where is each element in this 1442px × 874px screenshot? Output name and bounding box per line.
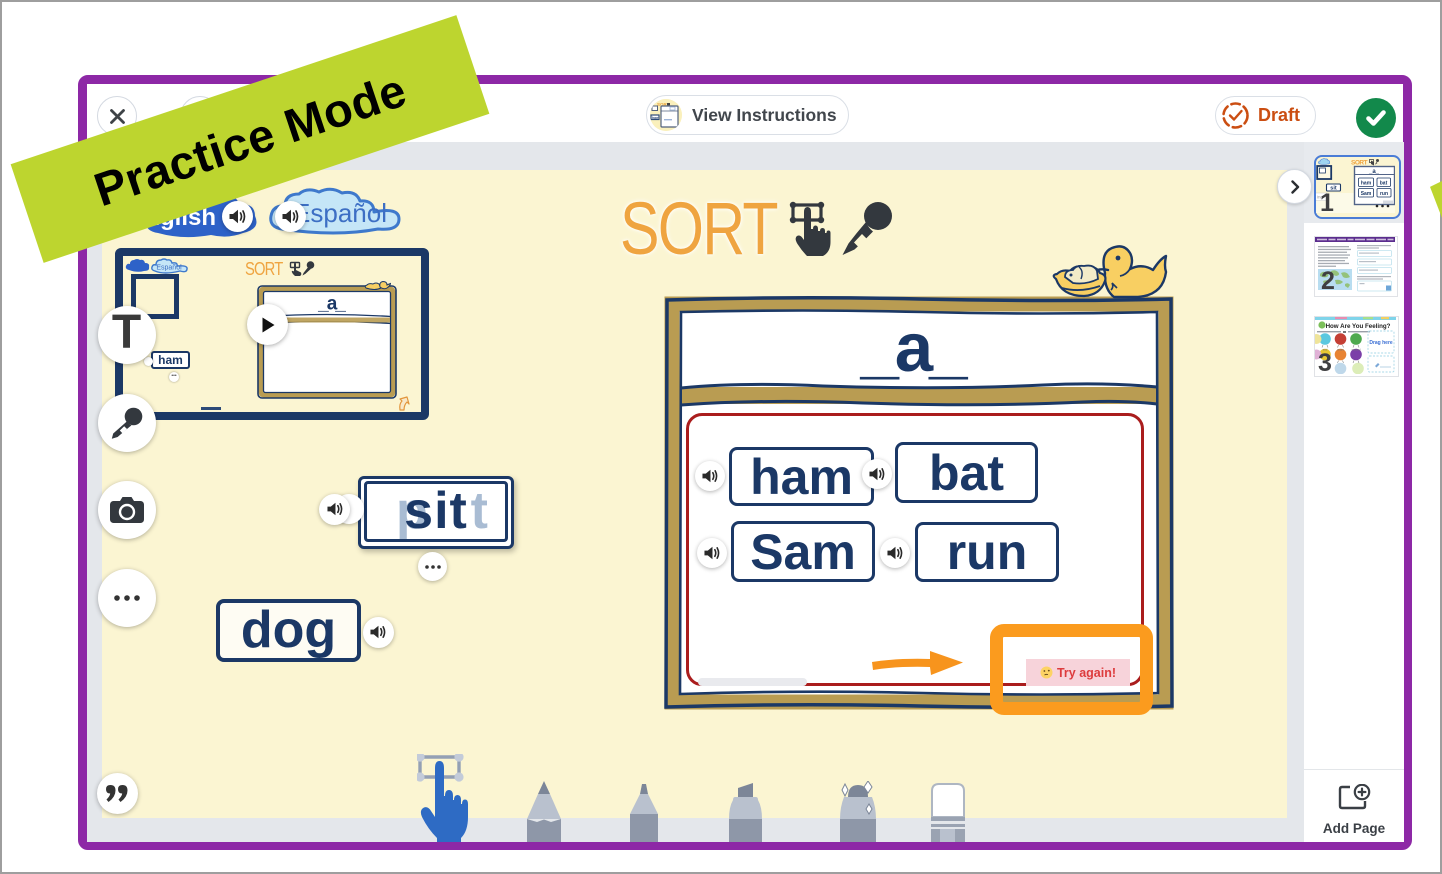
svg-text:SORT: SORT xyxy=(1351,160,1368,167)
svg-text:1: 1 xyxy=(1320,189,1334,213)
svg-text:_a_: _a_ xyxy=(1368,169,1380,175)
svg-text:ing: ing xyxy=(1317,195,1324,200)
svg-text:sit: sit xyxy=(1330,186,1337,192)
svg-text:Drag here: Drag here xyxy=(1369,340,1393,346)
svg-text:SORT: SORT xyxy=(657,102,670,107)
svg-text:2: 2 xyxy=(1321,267,1335,294)
svg-text:sad: sad xyxy=(1323,348,1328,352)
svg-text:How Are You Feeling?: How Are You Feeling? xyxy=(1326,323,1391,330)
svg-text:excited: excited xyxy=(1352,348,1361,352)
svg-text:Español: Español xyxy=(156,265,182,272)
svg-text:ham: ham xyxy=(652,116,659,120)
svg-text:run: run xyxy=(1380,191,1388,197)
svg-text:3: 3 xyxy=(1318,349,1332,374)
svg-text:bat: bat xyxy=(1380,181,1388,187)
svg-text:Español: Español xyxy=(293,198,387,228)
svg-text:ham: ham xyxy=(1361,181,1372,187)
svg-text:_a_: _a_ xyxy=(317,294,346,315)
svg-text:_a_: _a_ xyxy=(859,309,968,386)
svg-text:Sam: Sam xyxy=(1361,191,1372,197)
svg-text:angry: angry xyxy=(1337,348,1345,352)
